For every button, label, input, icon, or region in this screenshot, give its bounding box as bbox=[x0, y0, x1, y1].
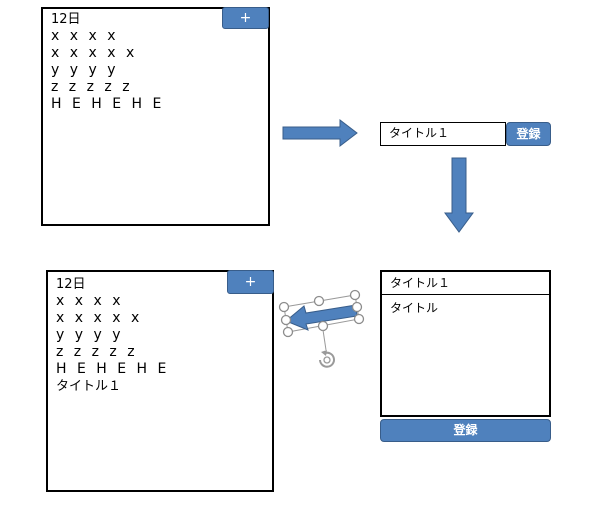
memo-line: z z z z z bbox=[51, 79, 133, 95]
memo-line: H E H E H E bbox=[56, 361, 170, 377]
memo-line: x x x x bbox=[51, 28, 119, 44]
memo-line: y y y y bbox=[51, 62, 119, 78]
memo-line: x x x x bbox=[56, 293, 124, 309]
memo-list-before: 12日 x x x x x x x x x y y y y z z z z z … bbox=[51, 11, 164, 113]
body-field[interactable]: タイトル bbox=[390, 301, 439, 315]
rotate-handle-icon bbox=[319, 350, 335, 368]
down-arrow bbox=[444, 157, 474, 233]
right-arrow bbox=[282, 118, 358, 148]
memo-date: 12日 bbox=[51, 12, 81, 27]
add-button[interactable]: + bbox=[222, 7, 269, 29]
memo-line: y y y y bbox=[56, 327, 124, 343]
title-input[interactable]: タイトル１ bbox=[380, 122, 506, 146]
memo-form: タイトル１ タイトル bbox=[380, 270, 551, 417]
memo-line: H E H E H E bbox=[51, 96, 165, 112]
memo-line: z z z z z bbox=[56, 344, 138, 360]
left-arrow-selected[interactable] bbox=[276, 289, 366, 370]
memo-date: 12日 bbox=[56, 277, 86, 292]
memo-panel-before bbox=[41, 7, 270, 226]
register-button-wide[interactable]: 登録 bbox=[380, 419, 551, 442]
memo-panel-after bbox=[46, 270, 274, 492]
memo-list-after: 12日 x x x x x x x x x y y y y z z z z z … bbox=[56, 276, 169, 395]
left-arrow-shape bbox=[285, 304, 358, 331]
add-button-after[interactable]: + bbox=[227, 270, 274, 294]
title-field[interactable]: タイトル１ bbox=[382, 272, 549, 295]
memo-new-title: タイトル１ bbox=[56, 379, 122, 394]
memo-line: x x x x x bbox=[51, 45, 138, 61]
memo-line: x x x x x bbox=[56, 310, 143, 326]
register-button[interactable]: 登録 bbox=[506, 122, 551, 146]
